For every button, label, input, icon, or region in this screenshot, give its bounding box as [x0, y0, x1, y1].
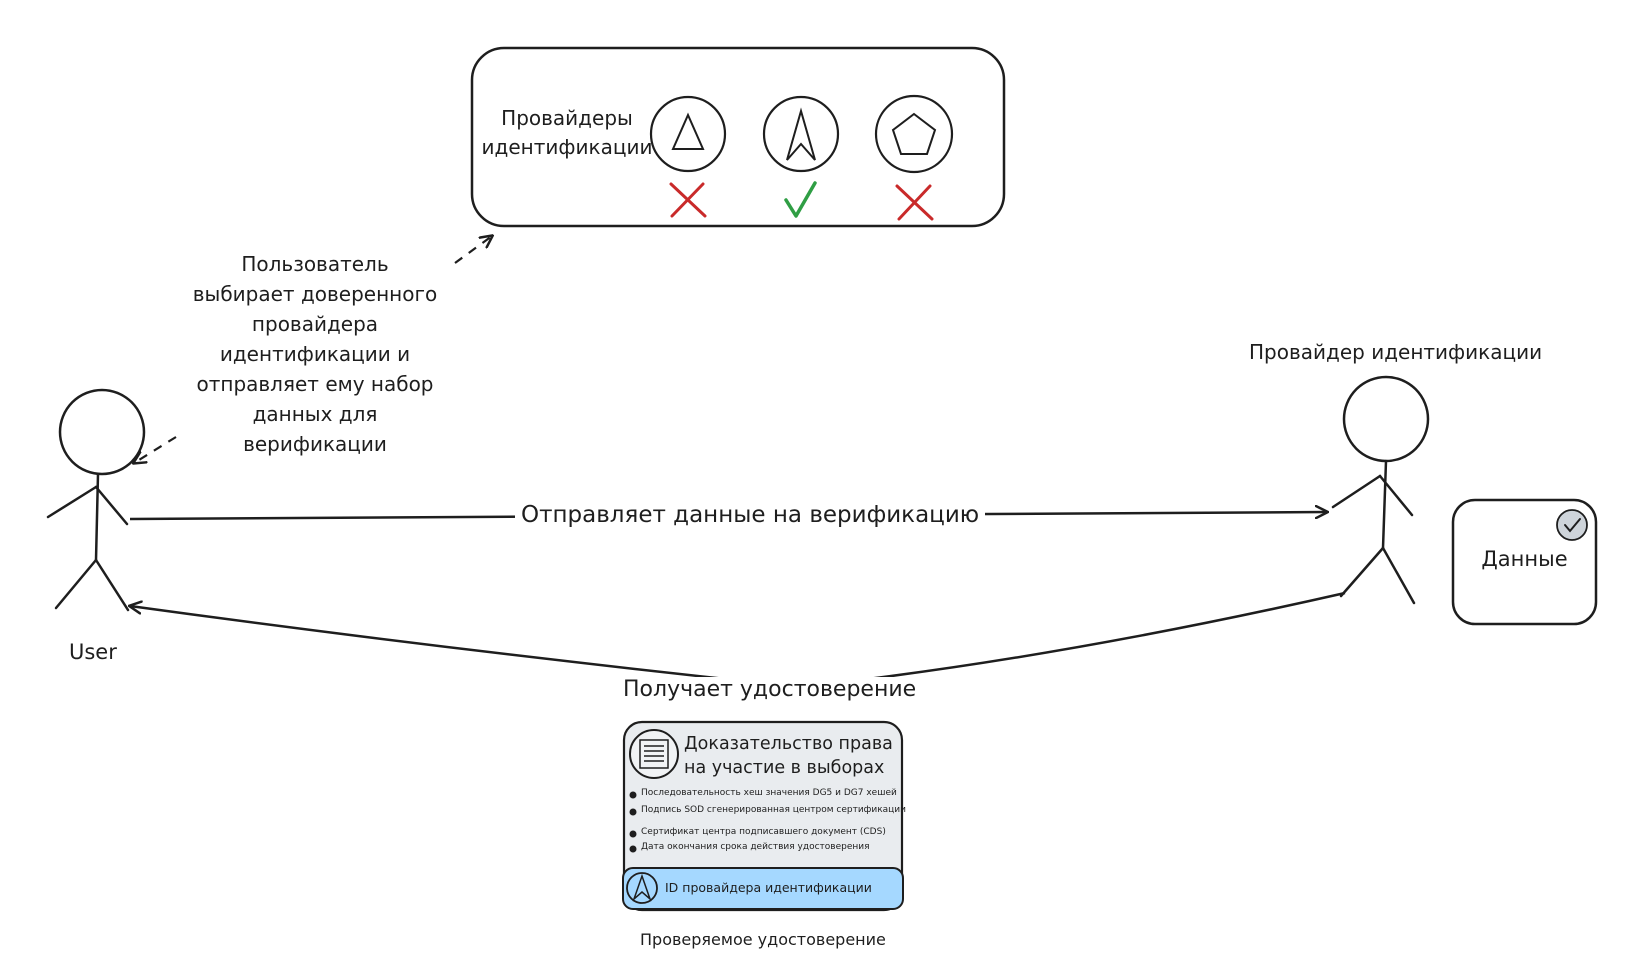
receive-credential-arrow: [130, 591, 1346, 689]
provider-stick-figure: [1331, 375, 1430, 605]
provider-label: Провайдер идентификации: [1249, 340, 1543, 364]
pentagon-icon: [891, 112, 937, 155]
providers-panel: [470, 46, 1006, 228]
user-note-line: Пользователь: [241, 252, 389, 276]
providers-title-line2: идентификации: [481, 135, 653, 159]
provider-3-circle: [874, 94, 954, 174]
provider-2-circle: [762, 95, 840, 173]
credential-card: [622, 720, 904, 912]
providers-title-line1: Провайдеры: [501, 106, 633, 130]
credential-title: Доказательство права на участие в выбора…: [684, 732, 893, 780]
note-to-panel-arrow: [454, 236, 492, 264]
bullet-dots: [629, 791, 637, 853]
user-note-line: выбирает доверенного: [192, 282, 438, 306]
data-box-label: Данные: [1481, 547, 1568, 571]
user-note-line: верификации: [243, 432, 387, 456]
credential-bullet: Последовательность хеш значения DG5 и DG…: [641, 788, 897, 798]
provider-id-label: ID провайдера идентификации: [665, 880, 872, 895]
data-box: [1451, 498, 1598, 626]
user-note-line: отправляет ему набор: [196, 372, 434, 396]
credential-caption: Проверяемое удостоверение: [640, 930, 886, 949]
accept-check-icon: [784, 181, 817, 218]
credential-bullet: Дата окончания срока действия удостовере…: [641, 842, 870, 852]
receive-credential-label: Получает удостоверение: [617, 677, 923, 702]
provider-1-circle: [649, 95, 727, 173]
send-data-label: Отправляет данные на верификацию: [515, 502, 986, 528]
user-label: User: [69, 640, 117, 664]
credential-title-line1: Доказательство права: [684, 734, 893, 754]
note-to-user-arrow: [134, 436, 177, 463]
reject-cross-icon: [669, 182, 707, 218]
credential-title-line2: на участие в выборах: [684, 758, 885, 778]
user-stick-figure: [46, 388, 146, 612]
user-note-line: провайдера: [251, 312, 379, 336]
user-note-line: идентификации и: [219, 342, 411, 366]
reject-cross-icon: [895, 184, 934, 221]
triangle-icon: [671, 112, 705, 150]
provider-3[interactable]: [874, 94, 954, 221]
user-note-line: данных для: [252, 402, 378, 426]
provider-1[interactable]: [649, 95, 727, 218]
provider-id-row: [622, 867, 904, 910]
user-note: Пользователь выбирает доверенного провай…: [160, 249, 470, 459]
verified-check-icon: [1556, 509, 1588, 541]
credential-bullet: Сертификат центра подписавшего документ …: [641, 827, 886, 837]
providers-panel-title: Провайдеры идентификации: [478, 104, 656, 162]
document-icon: [629, 729, 679, 779]
credential-bullet: Подпись SOD сгенерированная центром серт…: [641, 805, 906, 815]
provider-2[interactable]: [762, 95, 840, 218]
arrowhead-icon: [786, 107, 816, 161]
